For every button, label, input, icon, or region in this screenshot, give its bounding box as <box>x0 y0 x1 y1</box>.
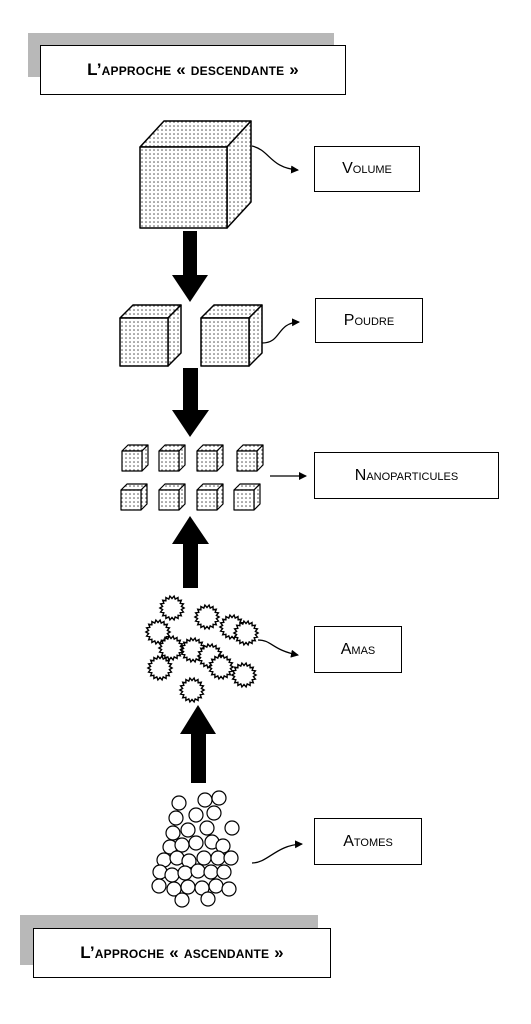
atom-circle <box>216 864 232 880</box>
cluster-sphere <box>207 653 235 681</box>
label-atomes: Atomes <box>314 818 422 865</box>
atom-circle <box>199 820 215 836</box>
atom-circle <box>203 864 219 880</box>
atom-circle <box>197 792 213 808</box>
atom-circle <box>151 878 167 894</box>
connector-atomes <box>251 840 303 864</box>
atom-circle <box>221 881 237 897</box>
nanoparticle-cube <box>196 444 224 472</box>
nanoparticle-cube <box>158 444 186 472</box>
atom-circle <box>164 867 180 883</box>
atom-circle <box>200 891 216 907</box>
arrow-up-1 <box>172 516 209 588</box>
atom-circle <box>174 837 190 853</box>
cluster-sphere <box>157 634 185 662</box>
atom-circle <box>224 820 240 836</box>
powder-cube <box>119 304 182 367</box>
atom-circles <box>151 790 240 908</box>
connector-amas <box>257 639 299 658</box>
arrow-down-1 <box>172 231 208 302</box>
cluster-sphere <box>232 619 260 647</box>
nanoparticle-cube <box>121 444 149 472</box>
label-nanoparticules: Nanoparticules <box>314 452 499 499</box>
cluster-sphere <box>178 676 206 704</box>
cluster-sphere <box>146 654 174 682</box>
atom-circle <box>188 807 204 823</box>
atom-circle <box>180 822 196 838</box>
arrow-up-2 <box>180 705 216 783</box>
cluster-sphere <box>193 603 221 631</box>
powder-cube <box>200 304 263 367</box>
cluster-spheres <box>144 594 260 704</box>
atom-circle <box>177 865 193 881</box>
nanoparticle-cubes <box>120 444 264 511</box>
atom-circle <box>168 810 184 826</box>
atom-circle <box>206 805 222 821</box>
atom-circle <box>210 850 226 866</box>
atom-circle <box>174 892 190 908</box>
nanoparticle-cube <box>120 483 148 511</box>
atom-circle <box>196 850 212 866</box>
bottom-title: L’approche « ascendante » <box>33 928 331 978</box>
atom-circle <box>190 863 206 879</box>
atom-circle <box>223 850 239 866</box>
volume-cube <box>139 120 252 229</box>
arrow-down-2 <box>172 368 209 437</box>
atom-circle <box>171 795 187 811</box>
atom-circle <box>165 825 181 841</box>
nanoparticle-cube <box>236 444 264 472</box>
connector-volume <box>251 145 299 174</box>
cluster-sphere <box>230 661 258 689</box>
powder-cubes <box>119 304 263 367</box>
atom-circle <box>180 879 196 895</box>
nanoparticle-cube <box>196 483 224 511</box>
label-poudre: Poudre <box>315 298 423 343</box>
nanoparticle-cube <box>158 483 186 511</box>
cluster-sphere <box>158 594 186 622</box>
top-title: L’approche « descendante » <box>40 45 346 95</box>
label-volume: Volume <box>314 146 420 192</box>
atom-circle <box>188 835 204 851</box>
connector-poudre <box>261 318 300 344</box>
atom-circle <box>208 878 224 894</box>
nanoparticle-cube <box>233 483 261 511</box>
atom-circle <box>211 790 227 806</box>
label-amas: Amas <box>314 626 402 673</box>
